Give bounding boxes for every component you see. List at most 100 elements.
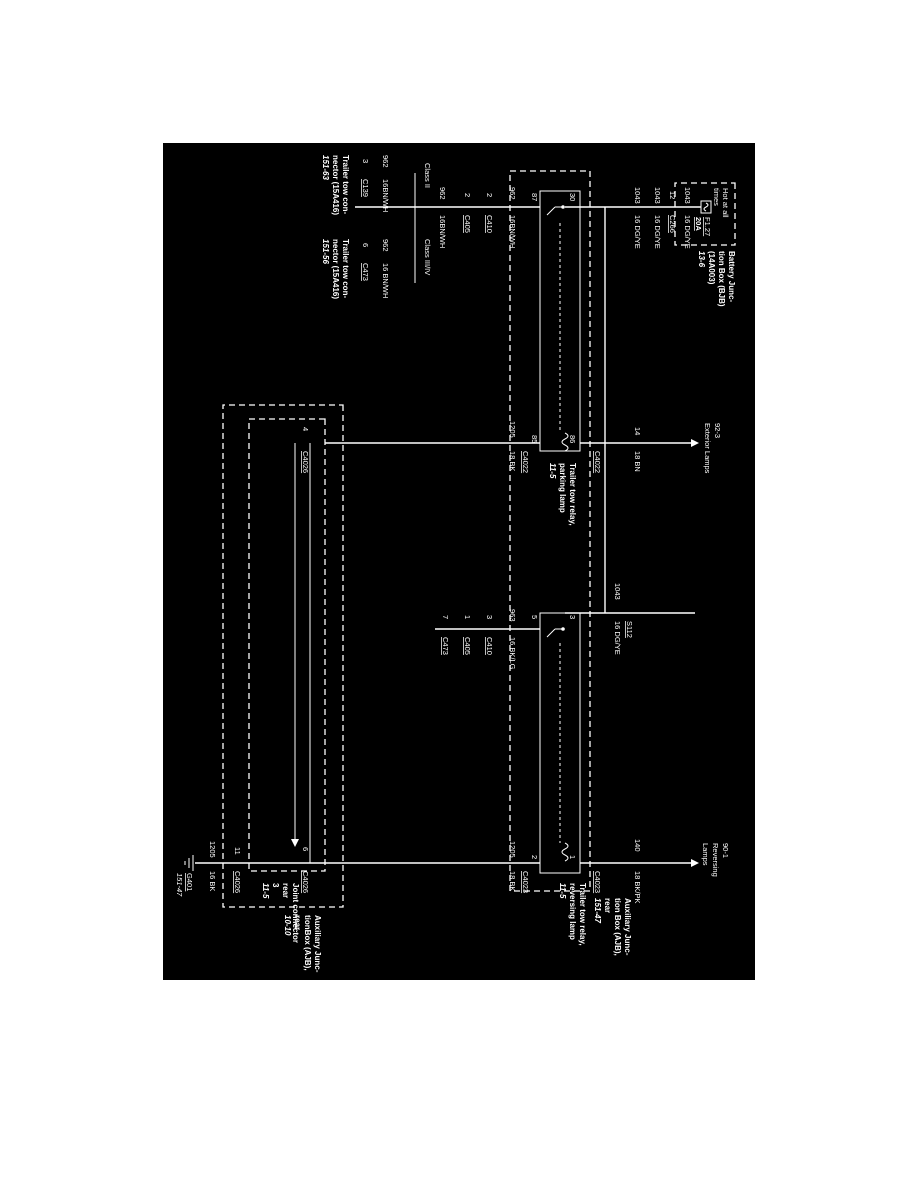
wiring-diagram: Hot at all times F1.27 20A Battery Junc-… (175, 155, 736, 973)
reversing-gnd-conn: C4023 (521, 871, 530, 893)
joint-conn6: C4026 (301, 871, 310, 893)
reversing-pin1: 1 (568, 855, 577, 859)
bjb-title2: tion Box (BJB) (717, 251, 726, 307)
bjb-hot-line2: times (712, 188, 721, 206)
reversing-out-wire: 18 BK/PK (633, 871, 642, 904)
class-left: Class II (423, 163, 432, 188)
reversing-relay-switch-icon (546, 627, 565, 638)
fuse-id: F1.27 (703, 217, 712, 236)
feed-splice: S112 (625, 621, 634, 638)
parking-relay-box (539, 190, 581, 452)
reversing-pin-b: 1 (463, 615, 472, 619)
joint-label2: rear (281, 883, 290, 898)
parking-out-dest2: Exterior Lamps (703, 423, 712, 474)
bjb-title1: Battery Junc- (727, 251, 736, 302)
parking-out-wire: 18 BN (633, 451, 642, 472)
joint-ajb3: rear (293, 915, 302, 930)
parking-out-conn-a: C410 (485, 215, 494, 233)
fuse-icon (700, 200, 712, 214)
joint-wire: 16 BK (208, 871, 217, 891)
feed-wire-mid: 16 DG/YE (653, 215, 662, 249)
joint-ajb1: Auxiliary Junc- (313, 915, 322, 973)
class-right: Class III/IV (423, 239, 432, 275)
reversing-ajb1: Auxiliary Junc- (623, 898, 632, 956)
parking-out-conn-b: C405 (463, 215, 472, 233)
joint-pin6: 6 (301, 847, 310, 851)
parking-pin30: 30 (568, 193, 577, 201)
ground-ref: 151-47 (175, 873, 184, 897)
joint-conn4: C4026 (301, 451, 310, 473)
left-conn: C139 (361, 179, 370, 197)
reversing-conn-b: C405 (463, 637, 472, 655)
joint-label4: 11-5 (261, 883, 270, 899)
ajb-box-upper (509, 170, 591, 892)
parking-label2: parking lamp (558, 463, 567, 513)
reversing-ajb3: rear (603, 898, 612, 913)
parking-out-wire2: 16BN/WH (508, 215, 517, 248)
left-circuit: 962 (381, 155, 390, 168)
reversing-dest2: Reversing (711, 843, 720, 877)
reversing-label3: 11-5 (558, 883, 567, 899)
right-label2: nector (15A416) (331, 239, 340, 299)
right-label3: 151-56 (321, 239, 330, 264)
parking-out-pin: 14 (633, 427, 642, 435)
parking-out-circuit: 962 (508, 187, 517, 200)
parking-gnd-conn: C4022 (521, 451, 530, 473)
right-circuit: 962 (381, 239, 390, 252)
right-conn: C473 (361, 263, 370, 281)
right-wire: 16 BN/WH (381, 263, 390, 298)
parking-out-pin-b: 2 (463, 193, 472, 197)
joint-pin11: 11 (233, 847, 242, 855)
reversing-pin5: 5 (530, 615, 539, 619)
reversing-out-circuit: 140 (633, 839, 642, 852)
joint-label3: 3 (271, 883, 280, 888)
feed-wire-ajb: 16 DG/YE (613, 621, 622, 655)
parking-out-dest1: 92-3 (713, 423, 722, 438)
reversing-dest3: Lamps (701, 843, 710, 866)
ajb-box-lower (222, 404, 344, 908)
joint-connector-box (248, 418, 326, 872)
joint-ajb4: 10-10 (283, 915, 292, 936)
reversing-ajb4: 151-47 (593, 898, 602, 923)
feed-circuit-low: 1043 (633, 187, 642, 204)
feed-connector: C266 (668, 215, 677, 233)
parking-label1: Trailer tow relay, (568, 463, 577, 526)
parking-relay-switch-icon (546, 205, 565, 216)
wiring-diagram-panel: Hot at all times F1.27 20A Battery Junc-… (163, 143, 755, 980)
bjb-box (674, 182, 736, 246)
reversing-label1: Trailer tow relay, (578, 883, 587, 946)
reversing-gnd-wire: 18 BK (508, 871, 517, 891)
left-wire: 16BN/WH (381, 179, 390, 212)
parking-pin85: 85 (530, 435, 539, 443)
reversing-dest1: 90-1 (721, 843, 730, 858)
joint-ajb2: tionBox (AJB), (303, 915, 312, 971)
parking-relay-coil-icon (559, 223, 569, 452)
reversing-relay-coil-icon (559, 643, 569, 862)
right-pin: 6 (361, 243, 370, 247)
joint-label1: Joint connector (291, 883, 300, 943)
bjb-title4: 13-6 (697, 251, 706, 268)
joint-conn11: C4026 (233, 871, 242, 893)
feed-circuit-mid: 1043 (653, 187, 662, 204)
reversing-pin3: 3 (568, 615, 577, 619)
parking-out-circuit2: 962 (438, 187, 447, 200)
parking-pin87: 87 (530, 193, 539, 201)
joint-circuit: 1205 (208, 841, 217, 858)
right-label1: Trailer tow con- (341, 239, 350, 298)
parking-gnd-circuit: 1205 (508, 421, 517, 438)
reversing-pin-a: 3 (485, 615, 494, 619)
parking-pin86: 86 (568, 435, 577, 443)
reversing-label2: reversing lamp (568, 883, 577, 940)
parking-out-wire2b: 16BN/WH (438, 215, 447, 248)
ground-id: G401 (185, 873, 194, 891)
joint-pin4: 4 (301, 427, 310, 431)
feed-circuit-top: 1043 (683, 187, 692, 204)
reversing-out-circuit2: 963 (508, 609, 517, 622)
reversing-relay-box (539, 612, 581, 874)
reversing-conn-a: C410 (485, 637, 494, 655)
bjb-hot-line1: Hot at all (721, 188, 730, 218)
reversing-out-wire2: 16 BK/LG (508, 637, 517, 670)
feed-circuit-ajb: 1043 (613, 583, 622, 600)
reversing-pin-c: 7 (441, 615, 450, 619)
ground-icon (184, 855, 194, 871)
